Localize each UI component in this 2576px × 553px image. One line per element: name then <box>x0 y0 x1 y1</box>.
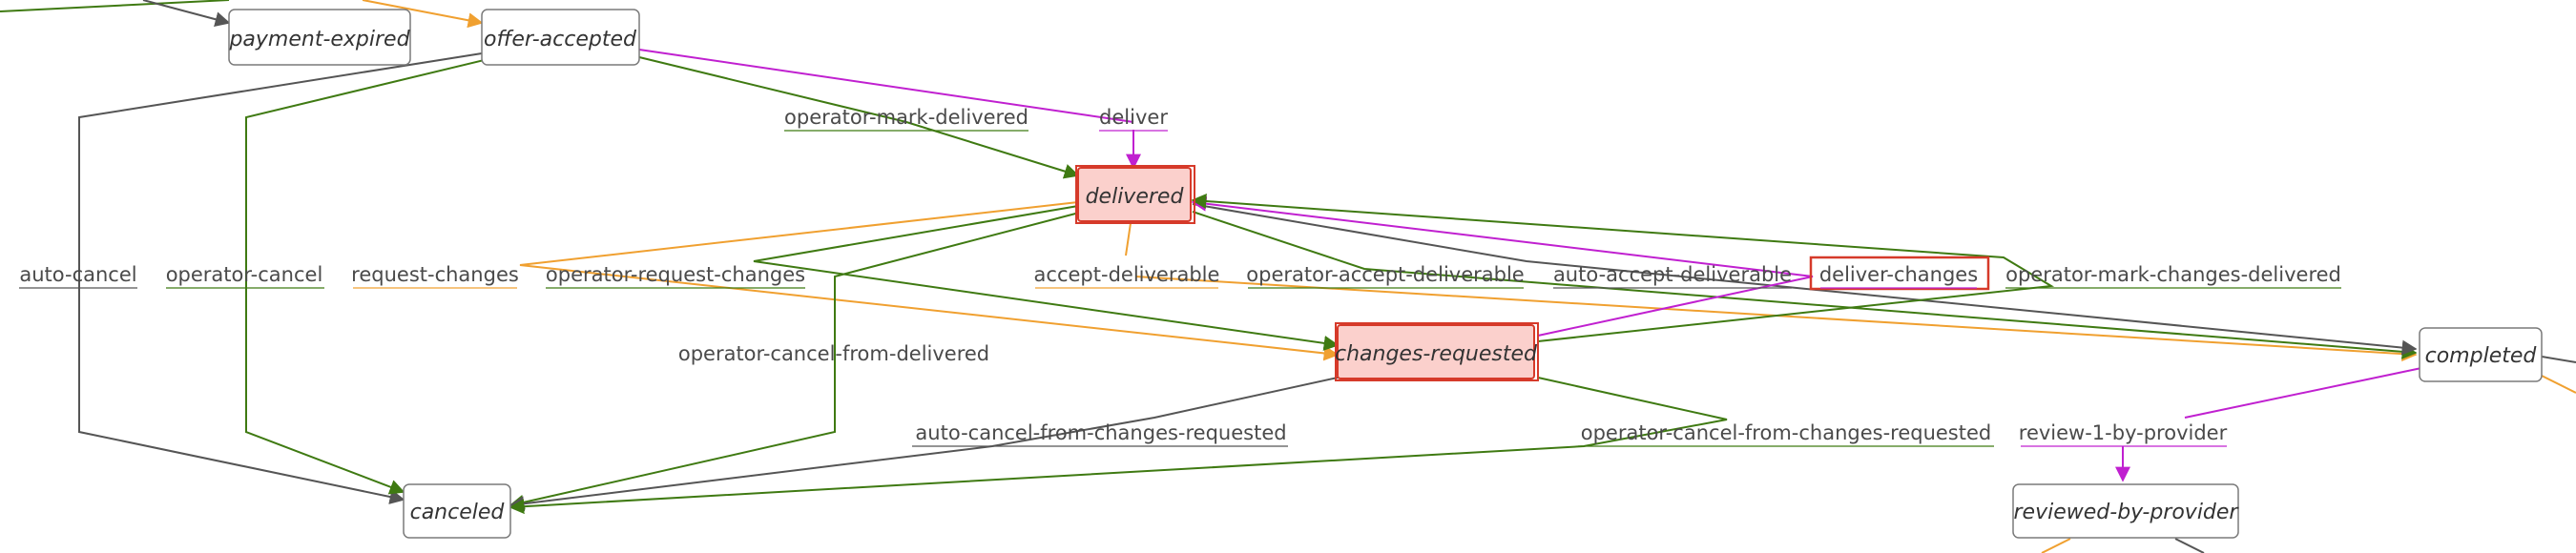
edge-operator-cancel-from-changes-requested <box>509 377 1728 515</box>
node-canceled[interactable]: canceled <box>403 483 511 539</box>
edge-label-operator-mark-changes-delivered[interactable]: operator-mark-changes-delivered <box>2005 263 2341 289</box>
edge-completed-out-gray <box>2541 356 2576 363</box>
edge-label-auto-cancel[interactable]: auto-cancel <box>19 263 137 289</box>
svg-text:auto-cancel: auto-cancel <box>19 263 136 286</box>
edge-completed-out-orange <box>2541 375 2576 394</box>
edge-label-deliver[interactable]: deliver <box>1099 106 1168 132</box>
svg-text:operator-accept-deliverable: operator-accept-deliverable <box>1246 263 1524 286</box>
edge-labels: auto-cancel operator-cancel operator-mar… <box>19 106 2341 447</box>
edge-auto-cancel-from-changes-requested <box>509 377 1339 512</box>
edge-label-deliver-changes[interactable]: deliver-changes <box>1809 256 1990 291</box>
node-completed[interactable]: completed <box>2419 327 2543 382</box>
edge-reviewed-out-orange <box>2041 538 2071 553</box>
node-delivered[interactable]: delivered <box>1075 165 1195 224</box>
edge-operator-cancel-from-delivered <box>509 211 1084 510</box>
svg-text:auto-accept-deliverable: auto-accept-deliverable <box>1553 263 1792 286</box>
svg-text:operator-cancel-from-changes-r: operator-cancel-from-changes-requested <box>1581 421 1991 444</box>
edge-incoming-green <box>0 0 230 12</box>
edge-request-changes <box>519 201 1340 361</box>
svg-text:canceled: canceled <box>410 501 506 524</box>
node-changes-requested[interactable]: changes-requested <box>1335 322 1539 381</box>
svg-text:changes-requested: changes-requested <box>1335 342 1538 366</box>
svg-text:delivered: delivered <box>1086 185 1185 209</box>
svg-text:operator-cancel-from-delivered: operator-cancel-from-delivered <box>678 342 989 365</box>
node-offer-accepted[interactable]: offer-accepted <box>481 9 640 66</box>
edge-label-operator-cancel-from-changes-requested[interactable]: operator-cancel-from-changes-requested <box>1578 421 1994 447</box>
edge-auto-cancel <box>78 52 483 504</box>
svg-text:request-changes: request-changes <box>351 263 519 286</box>
edge-operator-mark-changes-delivered <box>1191 194 2055 342</box>
edge-deliver <box>638 49 1134 123</box>
edge-label-operator-mark-delivered[interactable]: operator-mark-delivered <box>784 106 1028 132</box>
edge-label-request-changes[interactable]: request-changes <box>351 263 519 289</box>
svg-text:operator-mark-changes-delivere: operator-mark-changes-delivered <box>2005 263 2341 286</box>
edge-review-1-by-provider <box>2184 367 2422 419</box>
node-payment-expired[interactable]: payment-expired <box>228 9 411 66</box>
svg-text:offer-accepted: offer-accepted <box>484 28 637 51</box>
edge-reviewed-out-gray <box>2174 538 2205 553</box>
edge-operator-mark-delivered <box>638 56 1080 179</box>
edge-operator-cancel <box>245 56 497 495</box>
svg-text:auto-cancel-from-changes-reque: auto-cancel-from-changes-requested <box>915 421 1286 444</box>
edge-incoming-to-offer-accepted <box>362 0 484 29</box>
svg-text:accept-deliverable: accept-deliverable <box>1034 263 1220 286</box>
svg-text:completed: completed <box>2425 344 2538 368</box>
edge-deliver-changes <box>1191 195 1814 337</box>
svg-text:operator-cancel: operator-cancel <box>166 263 323 286</box>
edge-accept-deliverable <box>1125 222 1132 256</box>
svg-text:deliver: deliver <box>1099 106 1168 129</box>
svg-text:operator-mark-delivered: operator-mark-delivered <box>784 106 1028 129</box>
nodes: payment-expired offer-accepted delivered… <box>228 9 2543 539</box>
edge-operator-request-changes <box>753 205 1340 351</box>
edge-label-operator-cancel-from-delivered[interactable]: operator-cancel-from-delivered <box>678 342 989 365</box>
edge-label-review-1-by-provider[interactable]: review-1-by-provider <box>2019 421 2228 447</box>
svg-text:operator-request-changes: operator-request-changes <box>546 263 805 286</box>
node-reviewed-by-provider[interactable]: reviewed-by-provider <box>2012 483 2240 539</box>
svg-text:deliver-changes: deliver-changes <box>1819 263 1978 286</box>
edge-incoming-to-payment-expired <box>142 0 231 28</box>
svg-text:review-1-by-provider: review-1-by-provider <box>2019 421 2228 444</box>
edge-label-auto-accept-deliverable[interactable]: auto-accept-deliverable <box>1553 263 1792 289</box>
edge-label-operator-cancel[interactable]: operator-cancel <box>166 263 324 289</box>
svg-text:payment-expired: payment-expired <box>228 28 410 51</box>
svg-text:reviewed-by-provider: reviewed-by-provider <box>2014 501 2240 524</box>
edge-operator-accept-deliverable <box>1192 211 2418 359</box>
edge-label-operator-accept-deliverable[interactable]: operator-accept-deliverable <box>1246 263 1525 289</box>
edge-label-auto-cancel-from-changes-requested[interactable]: auto-cancel-from-changes-requested <box>912 421 1288 447</box>
edge-auto-accept-deliverable <box>1192 203 2418 356</box>
edge-label-accept-deliverable[interactable]: accept-deliverable <box>1034 263 1220 289</box>
edge-label-operator-request-changes[interactable]: operator-request-changes <box>546 263 805 289</box>
